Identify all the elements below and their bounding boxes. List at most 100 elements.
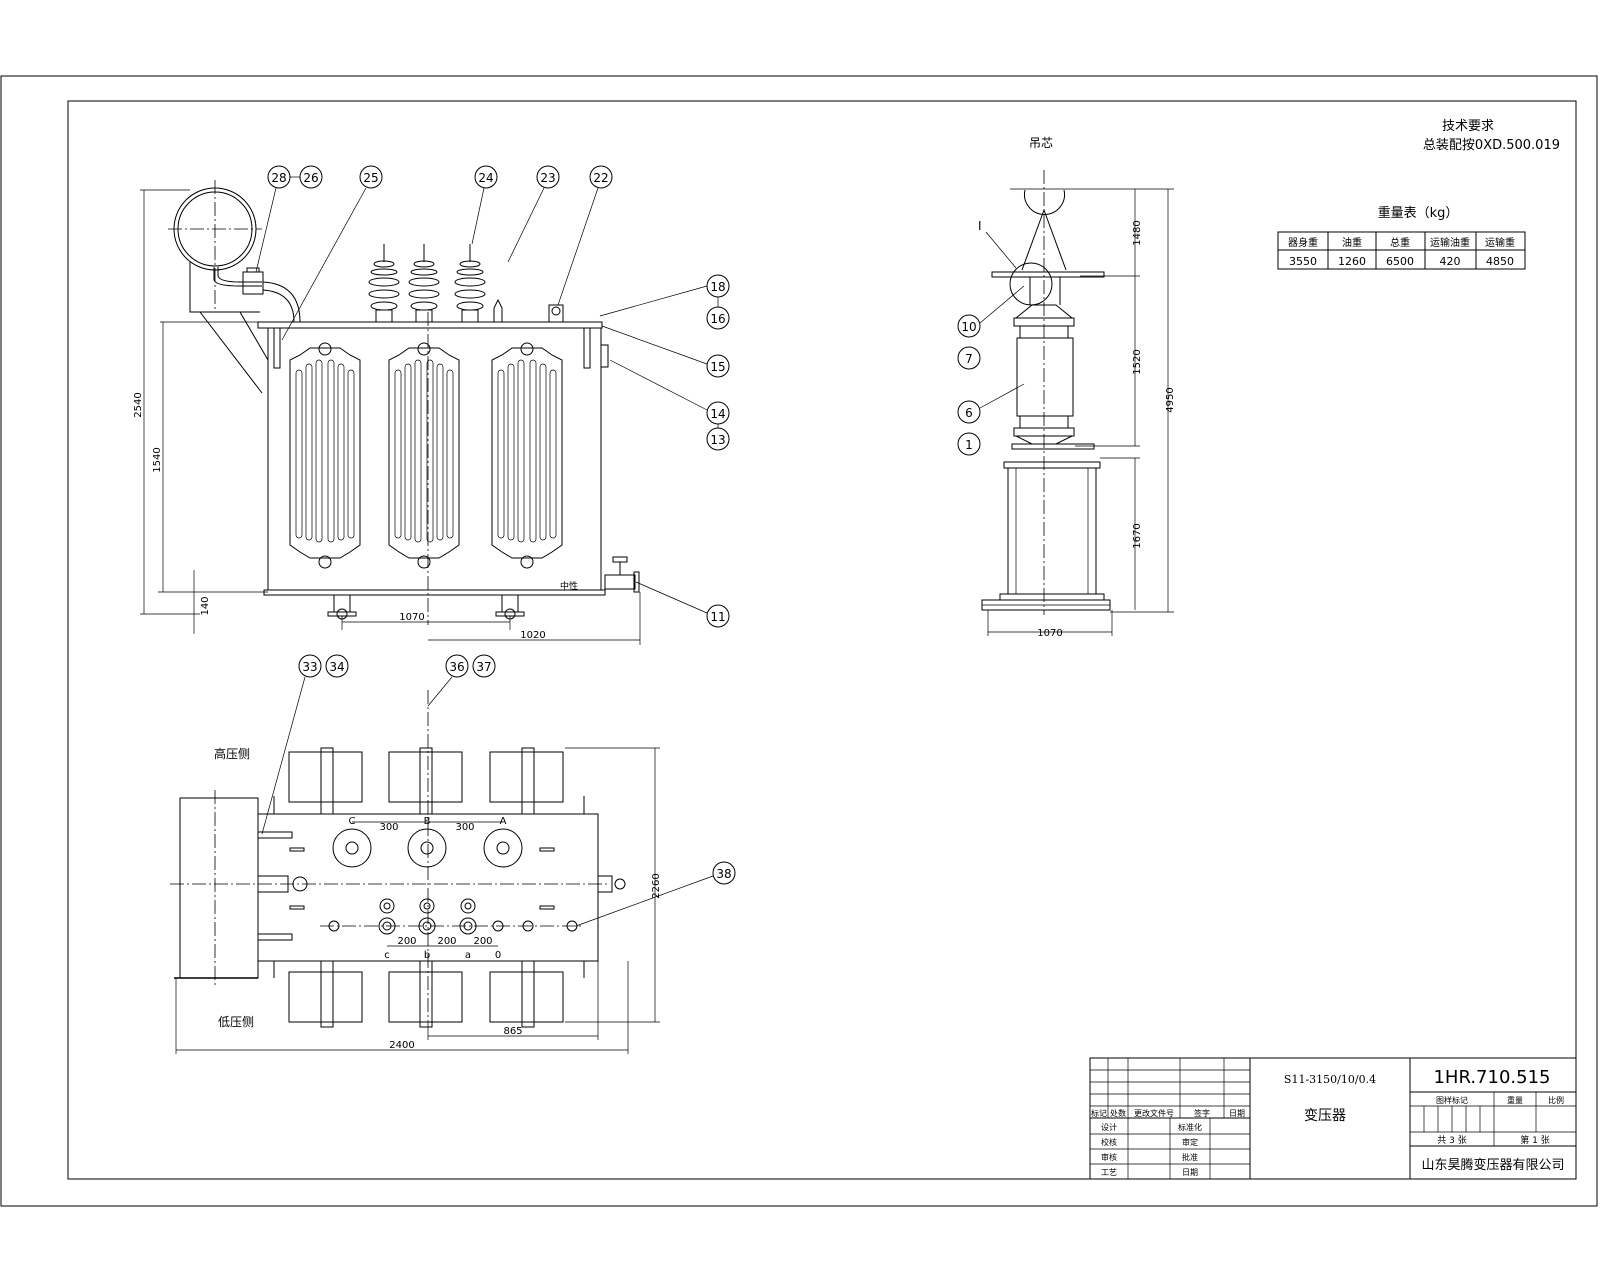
thermometer [548, 304, 564, 323]
top-view: 高压侧 低压侧 [170, 654, 736, 1054]
dim-base-width: 1070 [1037, 628, 1062, 639]
balloon-label: 34 [329, 660, 344, 674]
lv-terminal-label: c [384, 950, 390, 961]
sheet-current: 第 1 张 [1520, 1134, 1549, 1146]
lv-terminal-label: 0 [495, 950, 501, 961]
balloon [472, 654, 496, 678]
weight-value: 3550 [1289, 255, 1317, 268]
top-hv-bushing [407, 828, 447, 868]
core-coil [1016, 337, 1074, 417]
tech-requirements: 技术要求 总装配按0XD.500.019 [1423, 119, 1560, 153]
dim-valve-offset: 1020 [520, 630, 545, 641]
balloon [474, 165, 498, 189]
dim-lv-spacing: 200 [397, 936, 416, 947]
wheel [495, 595, 525, 620]
weight-value: 6500 [1386, 255, 1414, 268]
hv-terminal-label: B [424, 816, 431, 827]
balloon-label: 25 [363, 171, 378, 185]
drawing-number: 1HR.710.515 [1433, 1067, 1550, 1088]
title-block: 标记 处数 更改文件号 签字 日期 设计 标准化 校核 审定 审核 批准 工艺 … [1089, 1057, 1577, 1180]
stage-header: 重量 [1507, 1095, 1523, 1105]
balloon-label: 11 [710, 610, 725, 624]
dim-lv-spacing: 200 [437, 936, 456, 947]
lv-side-label: 低压侧 [218, 1015, 254, 1029]
balloon [957, 400, 981, 424]
dim-half-width: 865 [503, 1026, 522, 1037]
rev-header: 签字 [1194, 1108, 1210, 1118]
dim-middle: 1520 [1132, 349, 1143, 374]
stage-header: 比例 [1548, 1095, 1564, 1105]
dim-lower: 1670 [1132, 523, 1143, 548]
stage-header: 图样标记 [1436, 1095, 1468, 1105]
model-number: S11-3150/10/0.4 [1284, 1073, 1376, 1086]
outer-border [0, 75, 1598, 1207]
weight-header: 总重 [1390, 236, 1410, 249]
balloon-label: 33 [302, 660, 317, 674]
top-radiator [388, 971, 463, 1023]
weight-value: 1260 [1338, 255, 1366, 268]
top-conservator [179, 797, 259, 979]
balloon [706, 354, 730, 378]
sign-role: 工艺 [1101, 1168, 1117, 1177]
weight-value: 420 [1440, 255, 1461, 268]
neutral-mark: 中性 [560, 580, 578, 592]
balloon-label: 13 [710, 433, 725, 447]
inner-border [67, 100, 1577, 1180]
balloon-label: 28 [271, 171, 286, 185]
sign-role: 标准化 [1178, 1122, 1202, 1132]
balloon-label: 1 [965, 438, 973, 452]
weight-table: 重量表（kg） 器身重 油重 总重 运输油重 运输重 3550 1260 650… [1277, 205, 1526, 270]
balloon [536, 165, 560, 189]
top-radiator [489, 751, 564, 803]
top-radiator [288, 751, 363, 803]
balloon-label: 24 [478, 171, 493, 185]
tech-req-assembly: 总装配按0XD.500.019 [1423, 138, 1560, 153]
balloon-label: 16 [710, 312, 725, 326]
top-hv-bushing [332, 828, 372, 868]
balloon-label: 38 [716, 867, 731, 881]
top-hv-bushing [483, 828, 523, 868]
dim-total: 4950 [1165, 387, 1176, 412]
lv-terminal-label: b [424, 950, 430, 961]
side-tank [1007, 467, 1097, 595]
balloon [706, 427, 730, 451]
rev-header: 处数 [1110, 1108, 1126, 1118]
balloon [299, 165, 323, 189]
balloon [589, 165, 613, 189]
dim-depth: 2260 [651, 873, 662, 898]
balloon [957, 346, 981, 370]
balloon-label: 36 [449, 660, 464, 674]
balloon-label: 23 [540, 171, 555, 185]
hv-side-label: 高压侧 [214, 746, 250, 761]
balloon-label: 14 [710, 407, 725, 421]
weight-header: 油重 [1342, 236, 1362, 249]
top-radiator [388, 751, 463, 803]
balloon [957, 432, 981, 456]
drain-valve [604, 556, 640, 593]
dim-wheel-gauge: 1070 [399, 612, 424, 623]
balloon [325, 654, 349, 678]
rev-header: 日期 [1229, 1109, 1245, 1118]
lv-terminal-label: a [465, 950, 471, 961]
weight-header: 运输油重 [1430, 236, 1470, 249]
side-view: 吊芯 I 1480 15 [957, 136, 1176, 639]
sign-role: 日期 [1182, 1168, 1198, 1177]
top-radiator [489, 971, 564, 1023]
balloon-label: 15 [710, 360, 725, 374]
tech-req-title: 技术要求 [1442, 119, 1494, 134]
tank-body [267, 327, 602, 591]
dim-tank-height: 1540 [152, 447, 163, 472]
balloon [445, 654, 469, 678]
product-name: 变压器 [1304, 1108, 1346, 1124]
front-view: 中性 2540 1540 140 1070 1020 28 26 25 24 [133, 165, 730, 645]
hv-terminal-label: C [349, 816, 356, 827]
sign-role: 设计 [1101, 1122, 1117, 1132]
balloon-label: 6 [965, 406, 973, 420]
radiator [289, 342, 361, 569]
rev-header: 标记 [1091, 1108, 1107, 1118]
wheel [327, 595, 357, 620]
dim-wheel-height: 140 [200, 596, 211, 615]
dim-hv-spacing: 300 [379, 822, 398, 833]
dim-upper: 1480 [1132, 220, 1143, 245]
